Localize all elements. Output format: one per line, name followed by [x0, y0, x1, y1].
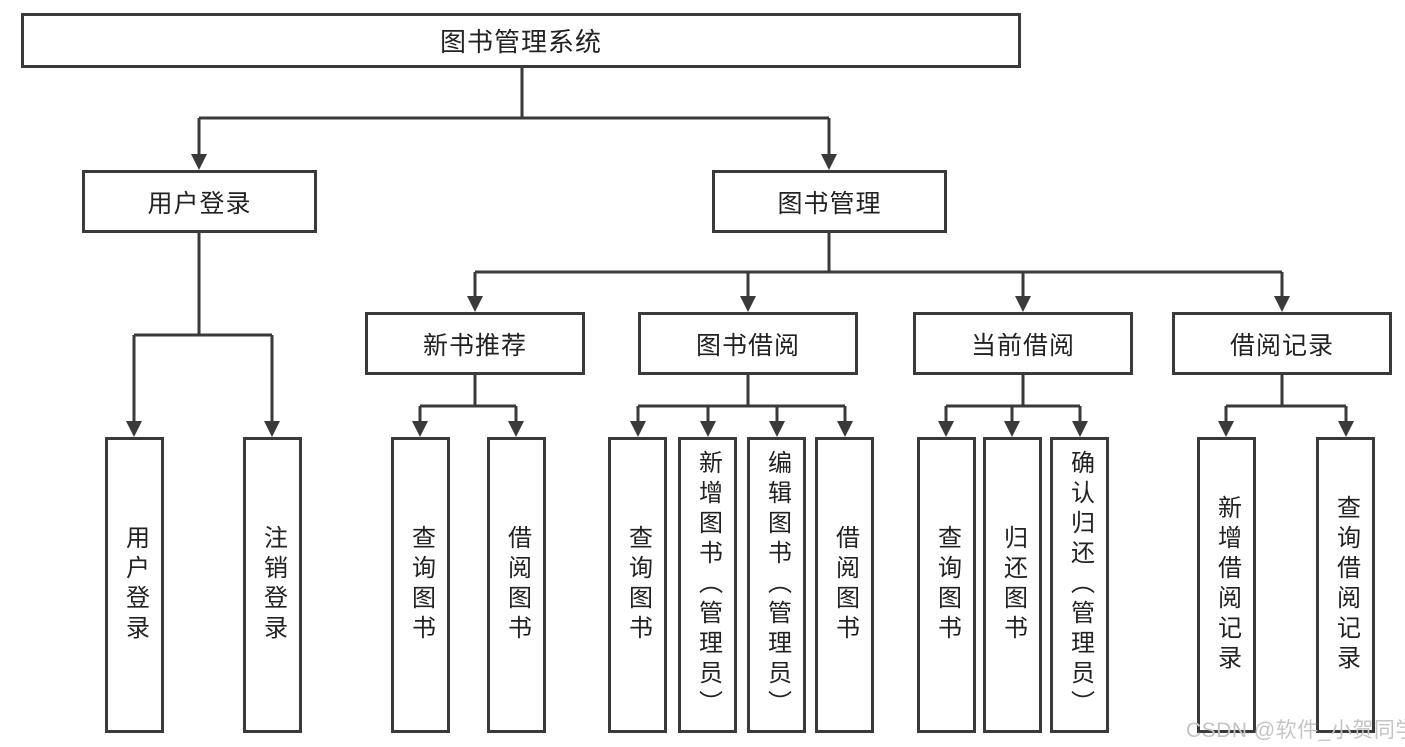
leaf-edit-books-admin: 编辑图书（管理员）	[747, 437, 806, 733]
csdn-watermark: CSDN @软件_小贺同学	[1186, 719, 1405, 742]
leaf-label: 注销登录	[259, 525, 287, 645]
connector-book-borrow-branch	[636, 375, 847, 425]
arrowhead-icon	[467, 296, 483, 312]
connector-user-login-branch	[132, 233, 274, 425]
connector-current-borrow-branch	[944, 375, 1082, 425]
arrowhead-icon	[837, 421, 853, 437]
node-current-borrow: 当前借阅	[913, 312, 1133, 375]
leaf-query-borrow-record: 查询借阅记录	[1316, 437, 1375, 733]
arrowhead-icon	[821, 154, 837, 170]
leaf-label: 确认归还（管理员）	[1066, 450, 1094, 720]
arrowhead-icon	[126, 421, 142, 437]
leaf-add-books-admin: 新增图书（管理员）	[678, 437, 737, 733]
leaf-query-books-3: 查询图书	[917, 437, 976, 733]
leaf-label: 新增借阅记录	[1213, 495, 1241, 675]
leaf-label: 编辑图书（管理员）	[763, 450, 791, 720]
leaf-label: 查询图书	[407, 525, 435, 645]
node-root-system: 图书管理系统	[21, 13, 1021, 68]
arrowhead-icon	[1072, 421, 1088, 437]
node-new-book-recommend: 新书推荐	[365, 312, 585, 375]
connector-book-mgmt-branch	[473, 233, 1284, 300]
leaf-borrow-books-2: 借阅图书	[815, 437, 874, 733]
arrowhead-icon	[769, 421, 785, 437]
arrowhead-icon	[630, 421, 646, 437]
leaf-borrow-books-1: 借阅图书	[487, 437, 546, 733]
node-user-login: 用户登录	[82, 170, 317, 233]
leaf-query-books-1: 查询图书	[391, 437, 450, 733]
node-book-borrow: 图书借阅	[638, 312, 858, 375]
leaf-user-login: 用户登录	[105, 437, 164, 733]
leaf-label: 查询图书	[933, 525, 961, 645]
arrowhead-icon	[740, 296, 756, 312]
connector-new-book-branch	[418, 375, 518, 425]
arrowhead-icon	[938, 421, 954, 437]
connector-borrow-record-branch	[1224, 375, 1348, 425]
leaf-add-borrow-record: 新增借阅记录	[1197, 437, 1256, 733]
arrowhead-icon	[1274, 296, 1290, 312]
leaf-label: 借阅图书	[503, 525, 531, 645]
arrowhead-icon	[508, 421, 524, 437]
leaf-label: 查询借阅记录	[1332, 495, 1360, 675]
leaf-query-books-2: 查询图书	[608, 437, 667, 733]
leaf-label: 查询图书	[624, 525, 652, 645]
arrowhead-icon	[1004, 421, 1020, 437]
leaf-return-books: 归还图书	[983, 437, 1042, 733]
leaf-label: 归还图书	[999, 525, 1027, 645]
arrowhead-icon	[412, 421, 428, 437]
arrowhead-icon	[700, 421, 716, 437]
leaf-label: 新增图书（管理员）	[694, 450, 722, 720]
arrowhead-icon	[191, 154, 207, 170]
leaf-label: 用户登录	[121, 525, 149, 645]
arrowheads	[126, 154, 1354, 437]
arrowhead-icon	[1338, 421, 1354, 437]
arrowhead-icon	[1218, 421, 1234, 437]
leaf-label: 借阅图书	[831, 525, 859, 645]
node-book-management: 图书管理	[712, 170, 947, 233]
connector-root-branch	[197, 68, 831, 158]
node-borrow-record: 借阅记录	[1172, 312, 1392, 375]
arrowhead-icon	[1015, 296, 1031, 312]
leaf-logout: 注销登录	[243, 437, 302, 733]
leaf-confirm-return-admin: 确认归还（管理员）	[1050, 437, 1109, 733]
arrowhead-icon	[264, 421, 280, 437]
